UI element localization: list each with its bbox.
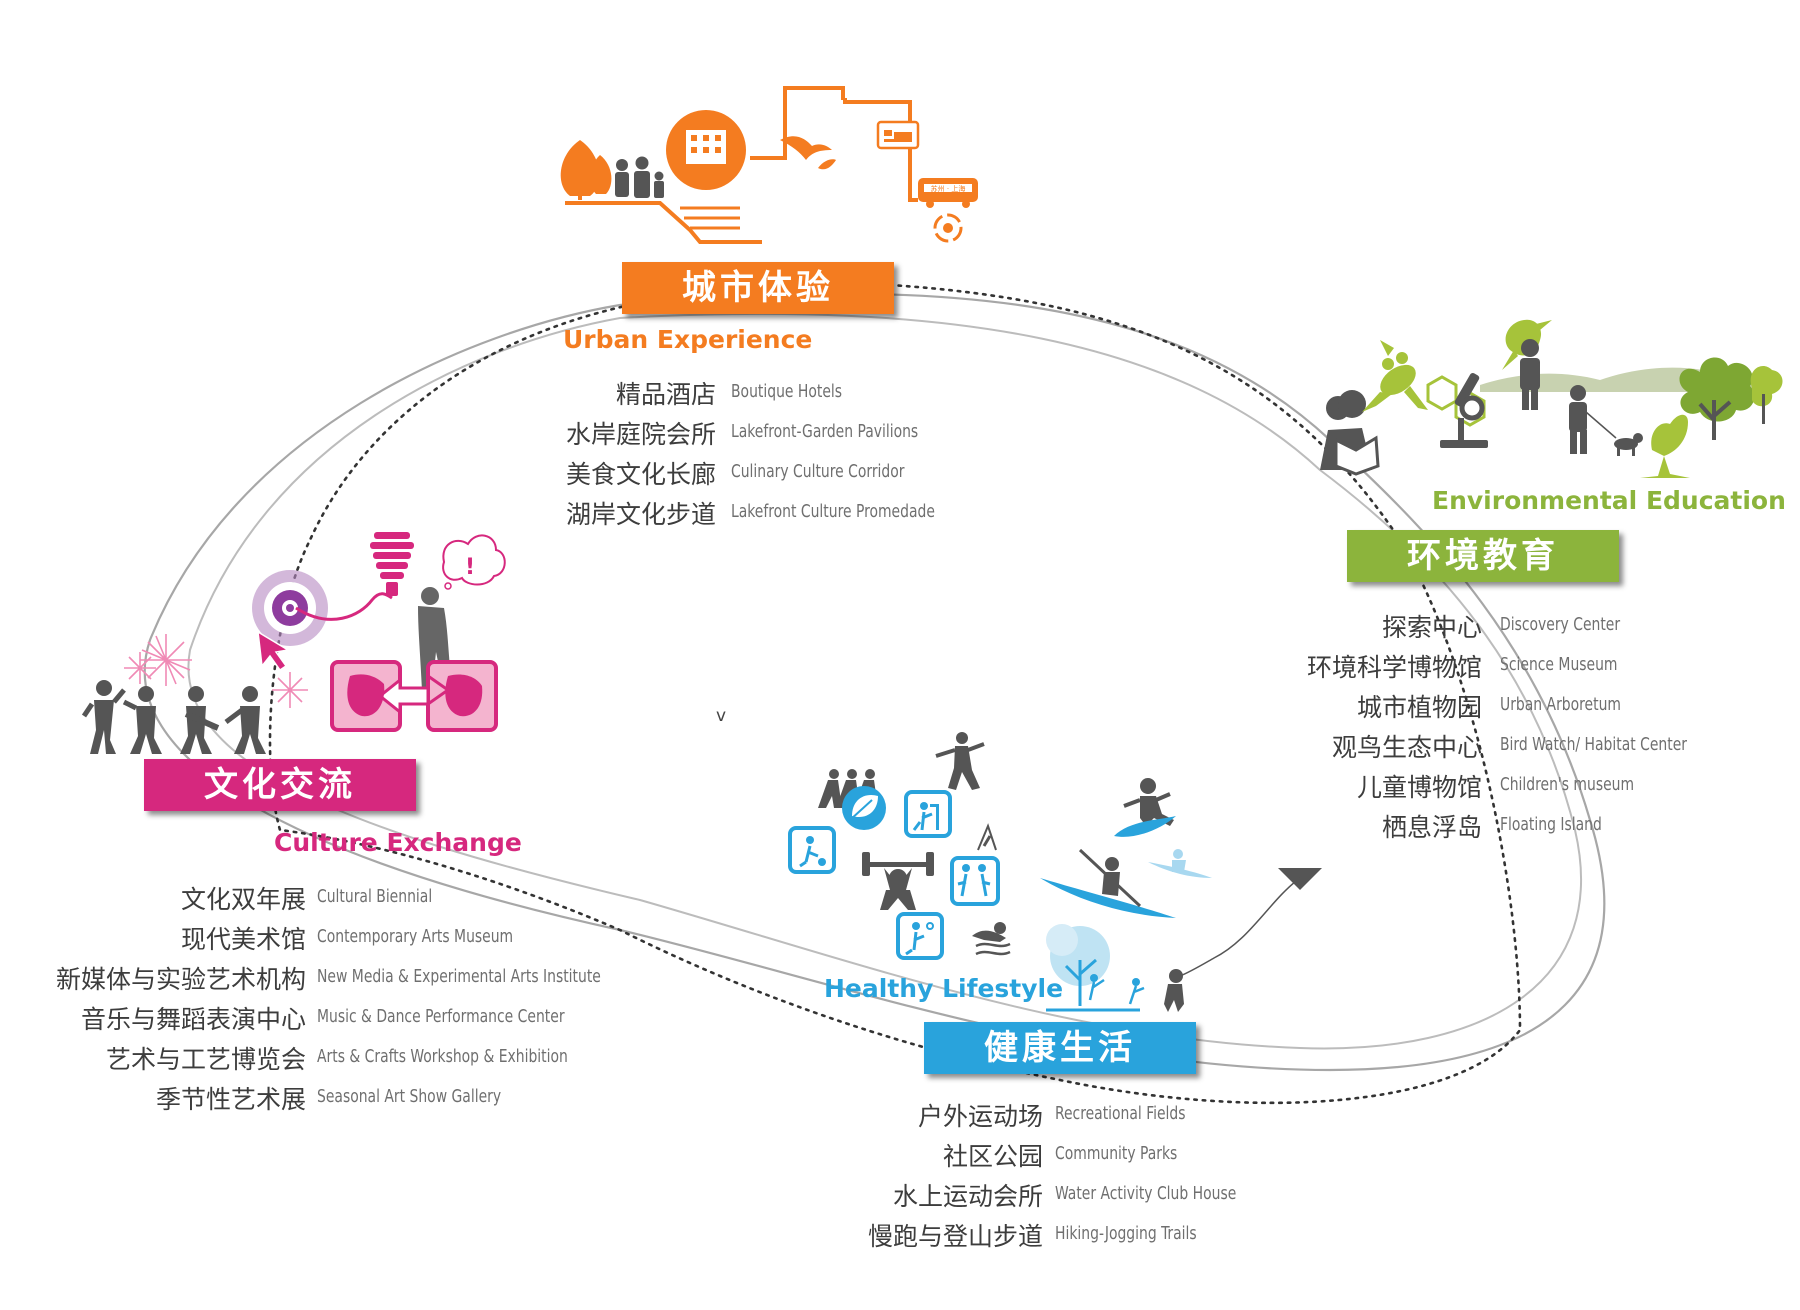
heron-icon	[1640, 414, 1690, 478]
item-en: Culinary Culture Corridor	[731, 461, 905, 482]
item-zh: 新媒体与实验艺术机构	[55, 965, 306, 994]
item-zh: 环境科学博物馆	[1306, 653, 1482, 682]
item-zh: 现代美术馆	[180, 925, 306, 954]
item-zh: 音乐与舞蹈表演中心	[80, 1005, 306, 1034]
item-en: Recreational Fields	[1055, 1103, 1186, 1124]
item-en: Floating Island	[1500, 814, 1602, 835]
item-zh: 艺术与工艺博览会	[105, 1045, 306, 1074]
cursor-icon	[257, 630, 291, 672]
tree-icon	[560, 140, 612, 200]
item-en: Urban Arboretum	[1500, 694, 1621, 715]
item-zh: 探索中心	[1381, 613, 1482, 642]
basketball-icon	[904, 790, 952, 838]
bus-icon: 苏州 · 上海	[918, 178, 978, 208]
water-icon	[680, 206, 740, 230]
item-en: Discovery Center	[1500, 614, 1621, 635]
bird-icon	[780, 136, 836, 170]
item-en: Contemporary Arts Museum	[317, 926, 514, 947]
surfer-icon	[1114, 778, 1176, 837]
item-zh: 户外运动场	[917, 1102, 1043, 1131]
speech-bubble-icon: !	[442, 534, 506, 590]
bus-text: 苏州 · 上海	[931, 184, 966, 193]
family-icon	[615, 156, 664, 198]
environment-en-title: Environmental Education	[1432, 486, 1786, 515]
microscope-icon	[1440, 373, 1488, 448]
culture-en-title: Culture Exchange	[274, 828, 522, 857]
fireworks-icon	[124, 634, 308, 708]
item-en: Children's museum	[1500, 774, 1635, 795]
swimmer-icon	[972, 922, 1011, 956]
item-zh: 城市植物园	[1356, 693, 1482, 722]
person-icon	[1520, 339, 1540, 410]
lightbulb-icon	[370, 532, 414, 596]
culture-title-box: 文化交流	[144, 759, 416, 811]
item-en: Community Parks	[1055, 1143, 1178, 1164]
item-zh: 美食文化长廊	[565, 460, 716, 489]
bubble-text: !	[465, 555, 475, 580]
frog-icon	[1362, 340, 1428, 412]
weightlifter-icon	[862, 852, 934, 910]
item-zh: 水岸庭院会所	[565, 420, 716, 449]
item-zh: 水上运动会所	[892, 1182, 1043, 1211]
item-en: Science Museum	[1500, 654, 1618, 675]
item-zh: 社区公园	[942, 1142, 1043, 1171]
health-en-title: Healthy Lifestyle	[824, 974, 1064, 1003]
building-icon	[666, 110, 746, 190]
item-zh: 精品酒店	[615, 380, 716, 409]
item-en: Music & Dance Performance Center	[317, 1006, 565, 1027]
item-en: Water Activity Club House	[1055, 1183, 1237, 1204]
item-en: Bird Watch/ Habitat Center	[1500, 734, 1687, 755]
urban-en-title: Urban Experience	[563, 325, 813, 354]
tennis-icon	[896, 912, 944, 960]
street-line	[565, 201, 762, 244]
item-en: Boutique Hotels	[731, 381, 843, 402]
item-en: Hiking-Jogging Trails	[1055, 1223, 1197, 1244]
outer-loop-path	[143, 292, 1606, 1072]
kite-icon	[1164, 868, 1322, 1012]
dancers-icon	[81, 680, 266, 754]
item-en: Lakefront Culture Promedade	[731, 501, 935, 522]
climber-icon	[977, 823, 997, 851]
item-zh: 栖息浮岛	[1381, 813, 1482, 842]
reading-icon	[1320, 390, 1380, 476]
hotel-icon	[876, 120, 920, 150]
kayak-icon	[1040, 848, 1212, 918]
item-zh: 儿童博物馆	[1356, 773, 1482, 802]
tree-icon	[1679, 357, 1783, 440]
theater-masks-icon	[330, 660, 498, 732]
health-title-box: 健康生活	[924, 1022, 1196, 1074]
soccer-icon	[788, 826, 836, 874]
item-zh: 观鸟生态中心	[1331, 733, 1482, 762]
item-en: Arts & Crafts Workshop & Exhibition	[317, 1046, 568, 1067]
inner-loop-path	[187, 312, 1582, 1050]
environment-title-box: 环境教育	[1347, 530, 1619, 582]
connector-line	[295, 592, 393, 621]
walkers-icon	[950, 856, 1000, 906]
park-tree-icon	[1046, 924, 1145, 1012]
item-en: Cultural Biennial	[317, 886, 433, 907]
taichi-icon	[935, 732, 985, 790]
item-en: Seasonal Art Show Gallery	[317, 1086, 502, 1107]
skyline-line	[750, 86, 918, 202]
recycle-icon	[933, 213, 963, 243]
item-zh: 季节性艺术展	[155, 1085, 306, 1114]
target-icon	[252, 570, 328, 646]
urban-title-box: 城市体验	[622, 262, 894, 314]
item-en: New Media & Experimental Arts Institute	[317, 966, 601, 987]
item-zh: 文化双年展	[180, 885, 306, 914]
item-en: Lakefront-Garden Pavilions	[731, 421, 919, 442]
item-zh: 湖岸文化步道	[565, 500, 716, 529]
stray-text: v	[716, 706, 727, 726]
item-zh: 慢跑与登山步道	[867, 1222, 1043, 1251]
leaf-icon	[842, 786, 886, 830]
dog-walker-icon	[1569, 385, 1643, 456]
